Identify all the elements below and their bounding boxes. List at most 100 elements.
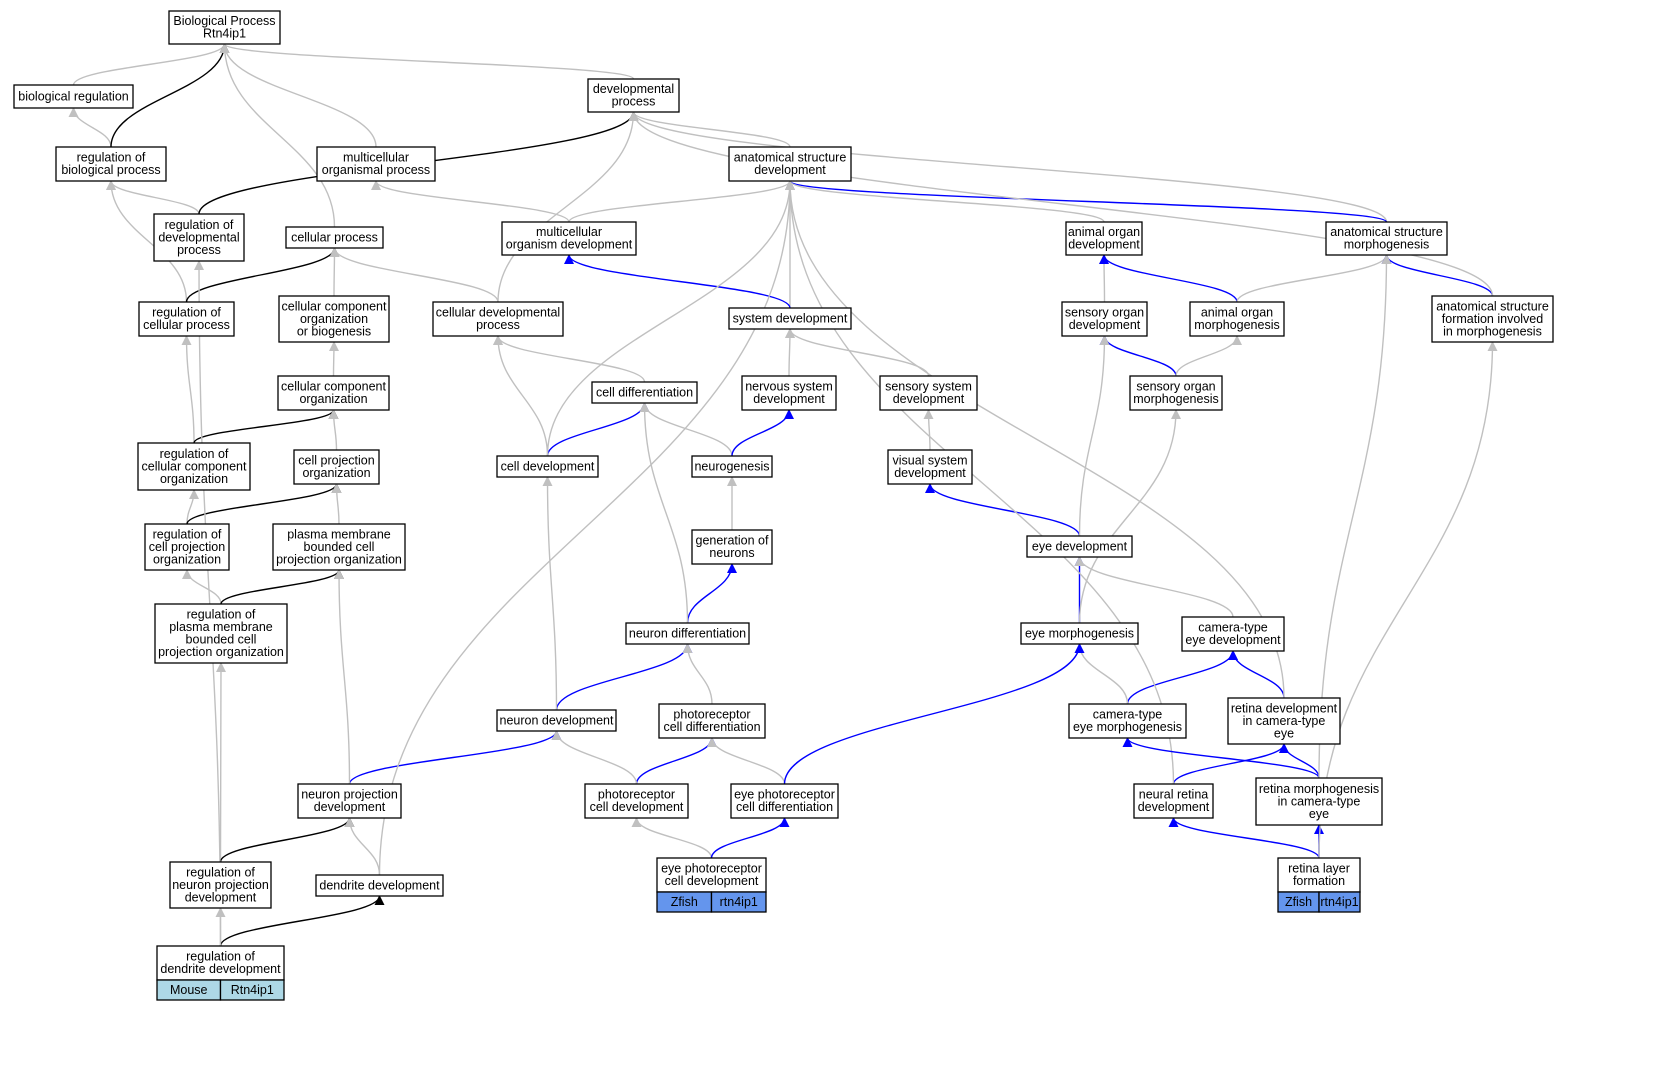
edge-is-a bbox=[497, 111, 639, 303]
node-box bbox=[587, 78, 680, 113]
node-neurdev[interactable]: neuron development bbox=[496, 709, 617, 732]
node-label: morphogenesis bbox=[1194, 318, 1279, 332]
edge-is-a bbox=[215, 662, 226, 863]
node-label: nervous system bbox=[745, 380, 833, 394]
node-label: anatomical structure bbox=[1330, 225, 1443, 239]
node-label: projection organization bbox=[158, 645, 284, 659]
node-label: photoreceptor bbox=[598, 788, 675, 802]
edge-is-a bbox=[546, 180, 795, 457]
node-label: neuron projection bbox=[301, 788, 398, 802]
node-label: cell differentiation bbox=[663, 720, 760, 734]
edge-is-a bbox=[639, 402, 733, 457]
edge-is-a bbox=[329, 247, 499, 303]
node-box bbox=[297, 783, 402, 819]
edge-is-a bbox=[568, 180, 795, 223]
node-label: eye photoreceptor bbox=[734, 788, 835, 802]
node-box bbox=[1255, 777, 1383, 826]
node-box bbox=[1227, 697, 1341, 745]
edge-is-a bbox=[785, 180, 1285, 699]
node-label: cellular process bbox=[291, 230, 378, 244]
edge-is-a bbox=[1078, 409, 1181, 624]
node-celldev[interactable]: cell development bbox=[496, 455, 599, 478]
node-box bbox=[154, 603, 288, 664]
node-label: retina development bbox=[1231, 701, 1338, 715]
node-label: development bbox=[1069, 318, 1141, 332]
node-label: process bbox=[177, 243, 221, 257]
node-label: development bbox=[1068, 238, 1140, 252]
edge-is-a bbox=[628, 111, 1494, 297]
edge-regulates bbox=[185, 247, 340, 303]
edge-part-of bbox=[546, 402, 650, 457]
node-label: organization bbox=[300, 312, 368, 326]
node-box bbox=[1133, 783, 1214, 819]
edge-is-a bbox=[328, 341, 339, 377]
edge-part-of bbox=[1279, 743, 1320, 779]
node-label: projection organization bbox=[276, 552, 402, 566]
node-eyedev[interactable]: eye development bbox=[1026, 535, 1133, 558]
node-label: sensory organ bbox=[1136, 380, 1215, 394]
species-label: Zfish bbox=[671, 895, 698, 909]
node-dendev[interactable]: dendrite development bbox=[315, 874, 444, 897]
node-label: sensory organ bbox=[1065, 306, 1144, 320]
edge-part-of bbox=[348, 730, 562, 785]
node-label: organization bbox=[160, 472, 228, 486]
node-label: retina morphogenesis bbox=[1259, 782, 1379, 796]
edge-is-a bbox=[923, 409, 934, 451]
node-box bbox=[55, 146, 167, 182]
node-label: cell development bbox=[590, 800, 684, 814]
edge-is-a bbox=[68, 107, 112, 148]
edge-regulates bbox=[186, 483, 342, 525]
node-label: in camera-type bbox=[1243, 714, 1326, 728]
node-neurog[interactable]: neurogenesis bbox=[691, 455, 773, 478]
node-label: development bbox=[893, 392, 965, 406]
edge-part-of bbox=[1381, 254, 1494, 297]
node-sysdev[interactable]: system development bbox=[728, 307, 852, 330]
node-neurdiff[interactable]: neuron differentiation bbox=[625, 622, 750, 645]
node-label: eye development bbox=[1185, 633, 1281, 647]
node-cellproc[interactable]: cellular process bbox=[285, 226, 384, 249]
node-breg[interactable]: biological regulation bbox=[13, 84, 134, 109]
node-eyemorph[interactable]: eye morphogenesis bbox=[1020, 622, 1139, 645]
node-celldiff[interactable]: cell differentiation bbox=[591, 381, 698, 404]
